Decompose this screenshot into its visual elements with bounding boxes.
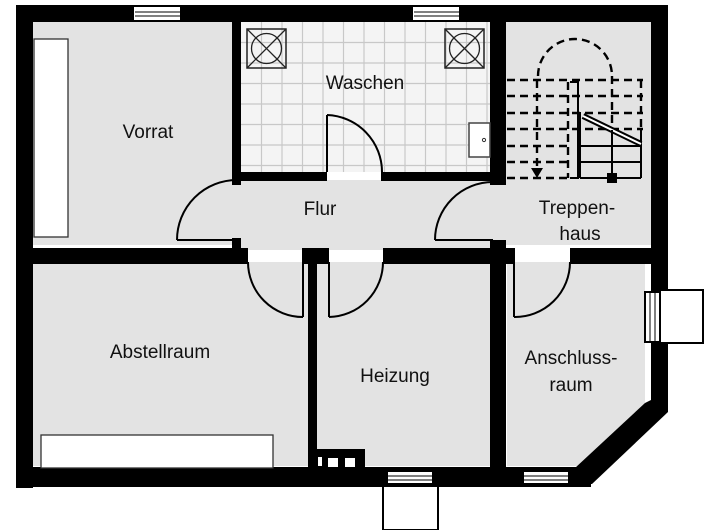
window-anschluss-side [644, 289, 704, 344]
floor-abstellraum [32, 262, 308, 466]
label-vorrat: Vorrat [123, 122, 174, 143]
door-treppe-swing[interactable] [434, 181, 494, 241]
wall-waschen-bottom-left [232, 172, 327, 181]
sink-icon [468, 122, 491, 158]
wall-vorrat-waschen [232, 5, 241, 185]
door-anschluss-swing[interactable] [513, 261, 571, 319]
window-waschen [411, 5, 461, 22]
floor-anschlussraum [507, 262, 645, 466]
wall-mid-center [302, 248, 329, 264]
label-anschlussraum-2: raum [549, 375, 592, 396]
label-treppenhaus-2: haus [559, 224, 600, 245]
boiler-icon [316, 449, 365, 468]
wall-mid-right [383, 248, 515, 264]
floor-heizung [316, 262, 490, 466]
wall-treppe-stub [490, 240, 506, 250]
window-heizung [382, 470, 439, 530]
shelf-vorrat [33, 38, 69, 238]
wall-waschen-treppe [490, 5, 506, 185]
label-waschen: Waschen [326, 73, 405, 94]
window-anschluss-bottom [522, 470, 570, 485]
wall-mid-far-right [570, 248, 660, 264]
wall-outer-bottom [16, 467, 591, 487]
shelf-abstellraum [40, 434, 274, 469]
dryer-icon [444, 28, 485, 69]
tile-grid [241, 22, 490, 172]
stair-direction-arrow [531, 168, 543, 178]
wall-outer-top [16, 5, 668, 22]
wall-mid-left [16, 248, 248, 264]
doors [176, 114, 571, 319]
label-flur: Flur [304, 199, 337, 220]
wall-vorrat-stub [232, 238, 241, 250]
door-waschen-swing[interactable] [326, 114, 383, 173]
wall-outer-right [651, 5, 668, 405]
wall-heizung-anschluss [490, 248, 506, 470]
label-treppenhaus-1: Treppen- [539, 198, 615, 219]
windows [132, 5, 704, 530]
fixtures [33, 28, 491, 469]
label-anschlussraum-1: Anschluss- [525, 348, 618, 369]
window-vorrat [132, 5, 182, 22]
washing-machine-icon [246, 28, 287, 69]
wall-abstell-heizung [308, 262, 317, 472]
wall-diagonal [575, 400, 668, 484]
staircase-icon [507, 37, 643, 183]
room-labels: Vorrat Waschen Treppen- haus Flur Abstel… [110, 73, 618, 396]
door-abstell-swing[interactable] [247, 261, 304, 318]
wall-waschen-bottom-right [381, 172, 506, 181]
walls [16, 5, 668, 488]
label-heizung: Heizung [360, 366, 430, 387]
wall-outer-left [16, 5, 33, 488]
door-vorrat-swing[interactable] [176, 179, 238, 241]
label-abstellraum: Abstellraum [110, 342, 210, 363]
door-heizung-swing[interactable] [328, 261, 384, 318]
